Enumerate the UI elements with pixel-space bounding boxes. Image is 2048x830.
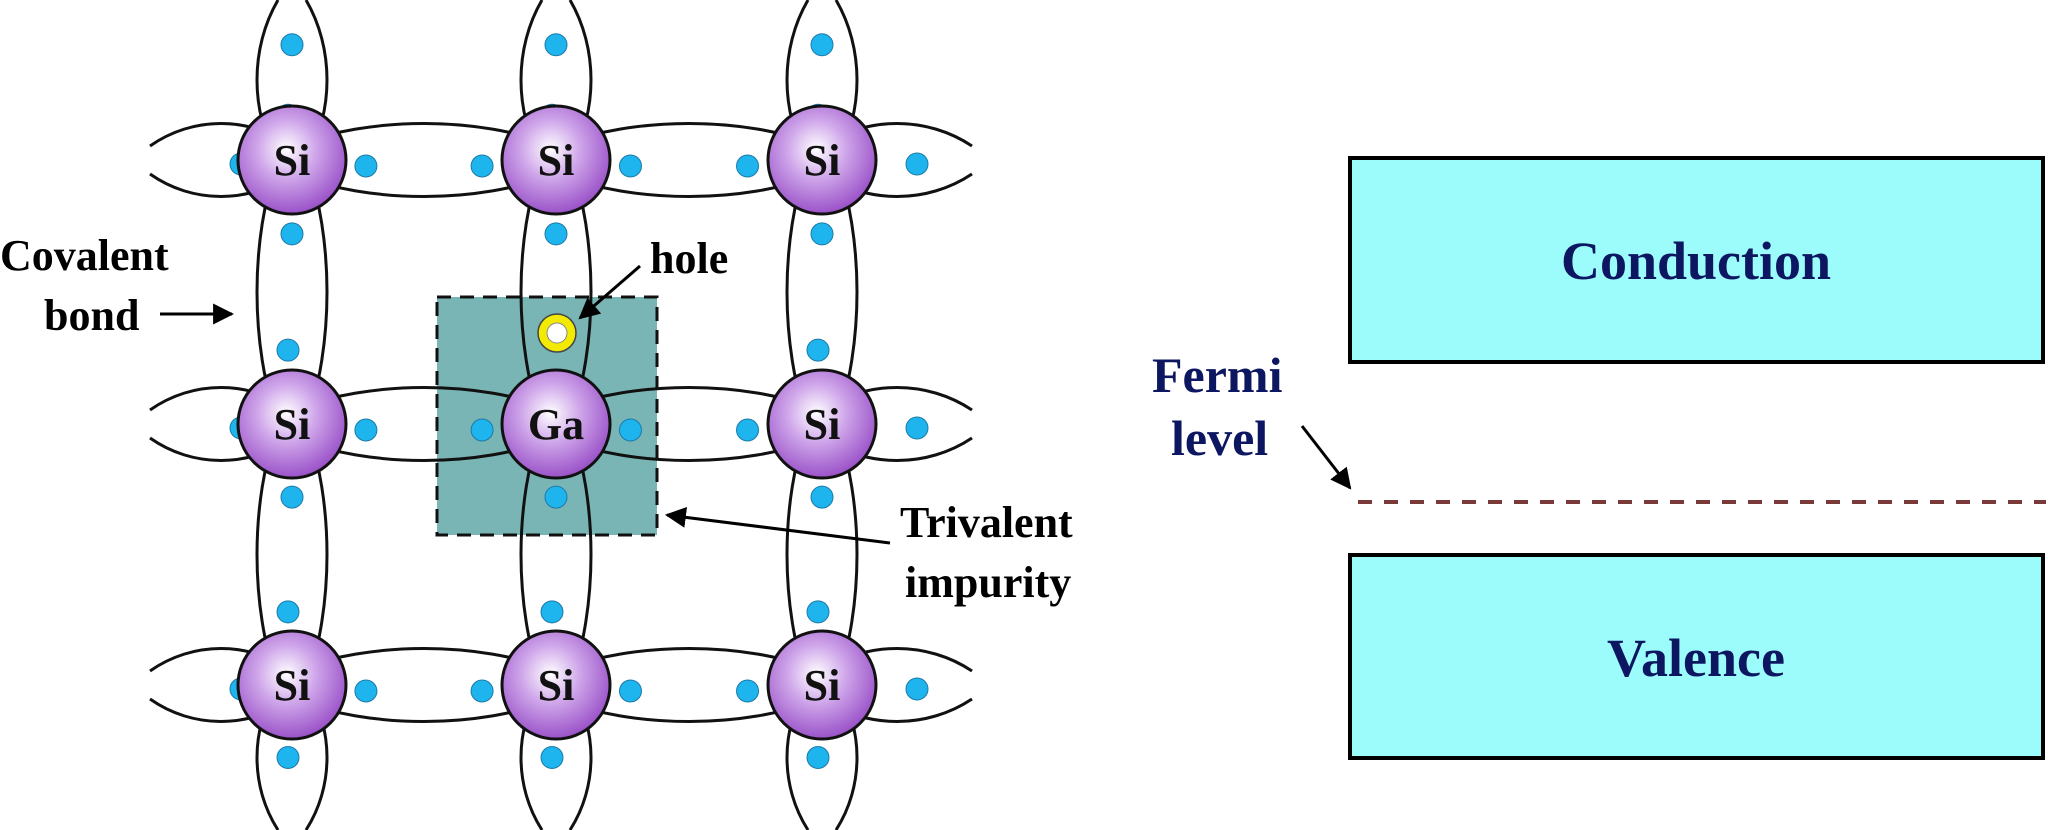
atom-si: Si <box>766 629 878 741</box>
atom-symbol: Si <box>804 136 841 185</box>
electron <box>276 600 300 624</box>
electron <box>810 222 834 246</box>
electron <box>280 485 304 509</box>
atom-symbol: Si <box>274 400 311 449</box>
hole-arrow <box>578 264 641 320</box>
atom-symbol: Si <box>804 661 841 710</box>
electron <box>618 418 642 442</box>
electron <box>806 746 830 769</box>
electron <box>905 152 929 176</box>
trivalent-label-line1: Trivalent <box>900 498 1073 547</box>
atom-si: Si <box>236 104 348 216</box>
atom-circle <box>236 368 348 480</box>
electron <box>280 33 304 57</box>
electron <box>276 338 300 362</box>
electron <box>905 416 929 440</box>
electron <box>470 418 494 442</box>
electron <box>806 600 830 624</box>
electron <box>810 33 834 57</box>
atom-circle <box>766 629 878 741</box>
electron <box>544 222 568 246</box>
atom-circle <box>236 629 348 741</box>
conduction-band-label: Conduction <box>1561 231 1831 291</box>
atom-symbol: Si <box>274 661 311 710</box>
electron <box>544 485 568 509</box>
atom-si: Si <box>766 368 878 480</box>
electron <box>905 677 929 701</box>
conduction-band <box>1348 156 2045 364</box>
valence-band <box>1348 553 2045 760</box>
atom-ga: Ga <box>500 368 612 480</box>
atom-symbol: Si <box>274 136 311 185</box>
atom-circle <box>500 629 612 741</box>
covalent-bond-label-line2: bond <box>44 291 139 340</box>
trivalent-arrow <box>664 506 891 545</box>
electron <box>618 154 642 178</box>
hole-marker <box>537 313 577 353</box>
atom-si: Si <box>236 629 348 741</box>
valence-band-label: Valence <box>1607 628 1785 688</box>
fermi-label-line1: Fermi <box>1152 347 1283 403</box>
electron <box>540 600 564 624</box>
hole-label: hole <box>650 234 728 283</box>
fermi-arrow <box>1300 425 1352 490</box>
electron <box>736 154 760 178</box>
atom-si: Si <box>500 104 612 216</box>
atom-symbol: Si <box>538 136 575 185</box>
electron <box>470 154 494 178</box>
electron <box>280 222 304 246</box>
atom-si: Si <box>236 368 348 480</box>
atom-circle <box>766 104 878 216</box>
electron <box>354 418 378 442</box>
atom-si: Si <box>500 629 612 741</box>
atom-circle <box>500 368 612 480</box>
atom-symbol: Si <box>538 661 575 710</box>
electron <box>736 418 760 442</box>
electron <box>470 679 494 703</box>
electron <box>544 33 568 57</box>
electron <box>736 679 760 703</box>
atom-circle <box>236 104 348 216</box>
electron <box>806 338 830 362</box>
trivalent-label-line2: impurity <box>905 558 1071 607</box>
fermi-label-line2: level <box>1171 410 1268 466</box>
covalent-bond-label-line1: Covalent <box>0 231 169 280</box>
electron <box>354 679 378 703</box>
atom-circle <box>766 368 878 480</box>
electron <box>618 679 642 703</box>
atom-symbol: Si <box>804 400 841 449</box>
electron <box>354 154 378 178</box>
atom-symbol: Ga <box>528 400 584 449</box>
electron <box>276 746 300 769</box>
atom-si: Si <box>766 104 878 216</box>
electron <box>810 485 834 509</box>
electron <box>540 746 564 769</box>
atom-circle <box>500 104 612 216</box>
